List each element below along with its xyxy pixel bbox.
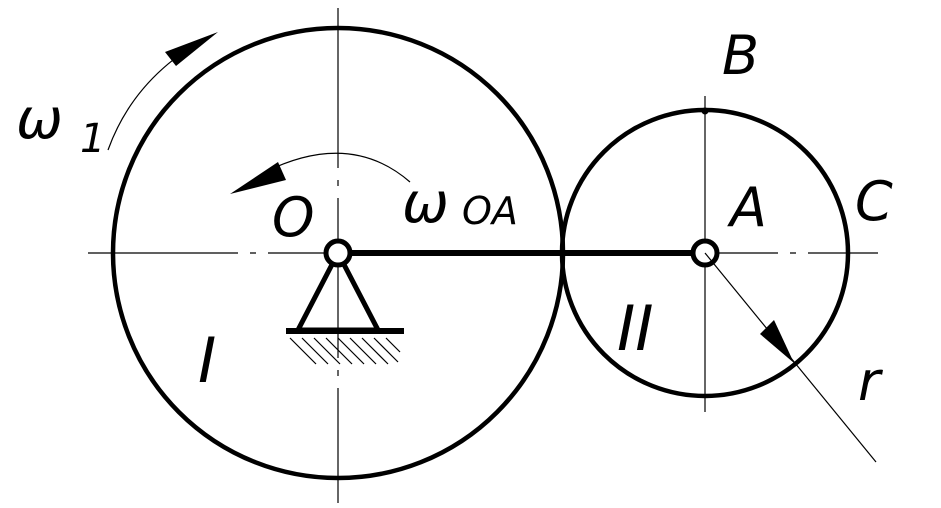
label-omega1-sub: 1 — [80, 116, 105, 162]
label-point-b: B — [722, 24, 759, 87]
label-point-c: C — [855, 170, 893, 233]
omega-oa-arc — [264, 152, 411, 183]
label-point-o: O — [272, 186, 315, 249]
label-gear-1: I — [198, 324, 216, 397]
omega1-arrowhead — [165, 32, 218, 66]
label-omega-oa: ω — [402, 171, 449, 236]
radius-r-arrowhead — [760, 320, 794, 363]
omega1-arc — [107, 34, 213, 151]
label-gear-2: II — [617, 292, 654, 365]
omega-oa-arrowhead — [230, 162, 286, 194]
label-radius-r: r — [858, 350, 883, 413]
label-omega-oa-sub: OA — [462, 189, 518, 233]
joint-o — [323, 238, 353, 268]
label-omega1: ω — [16, 87, 63, 152]
pivot-support — [286, 247, 404, 365]
point-b-marker — [701, 107, 709, 115]
label-point-a: A — [727, 176, 767, 239]
